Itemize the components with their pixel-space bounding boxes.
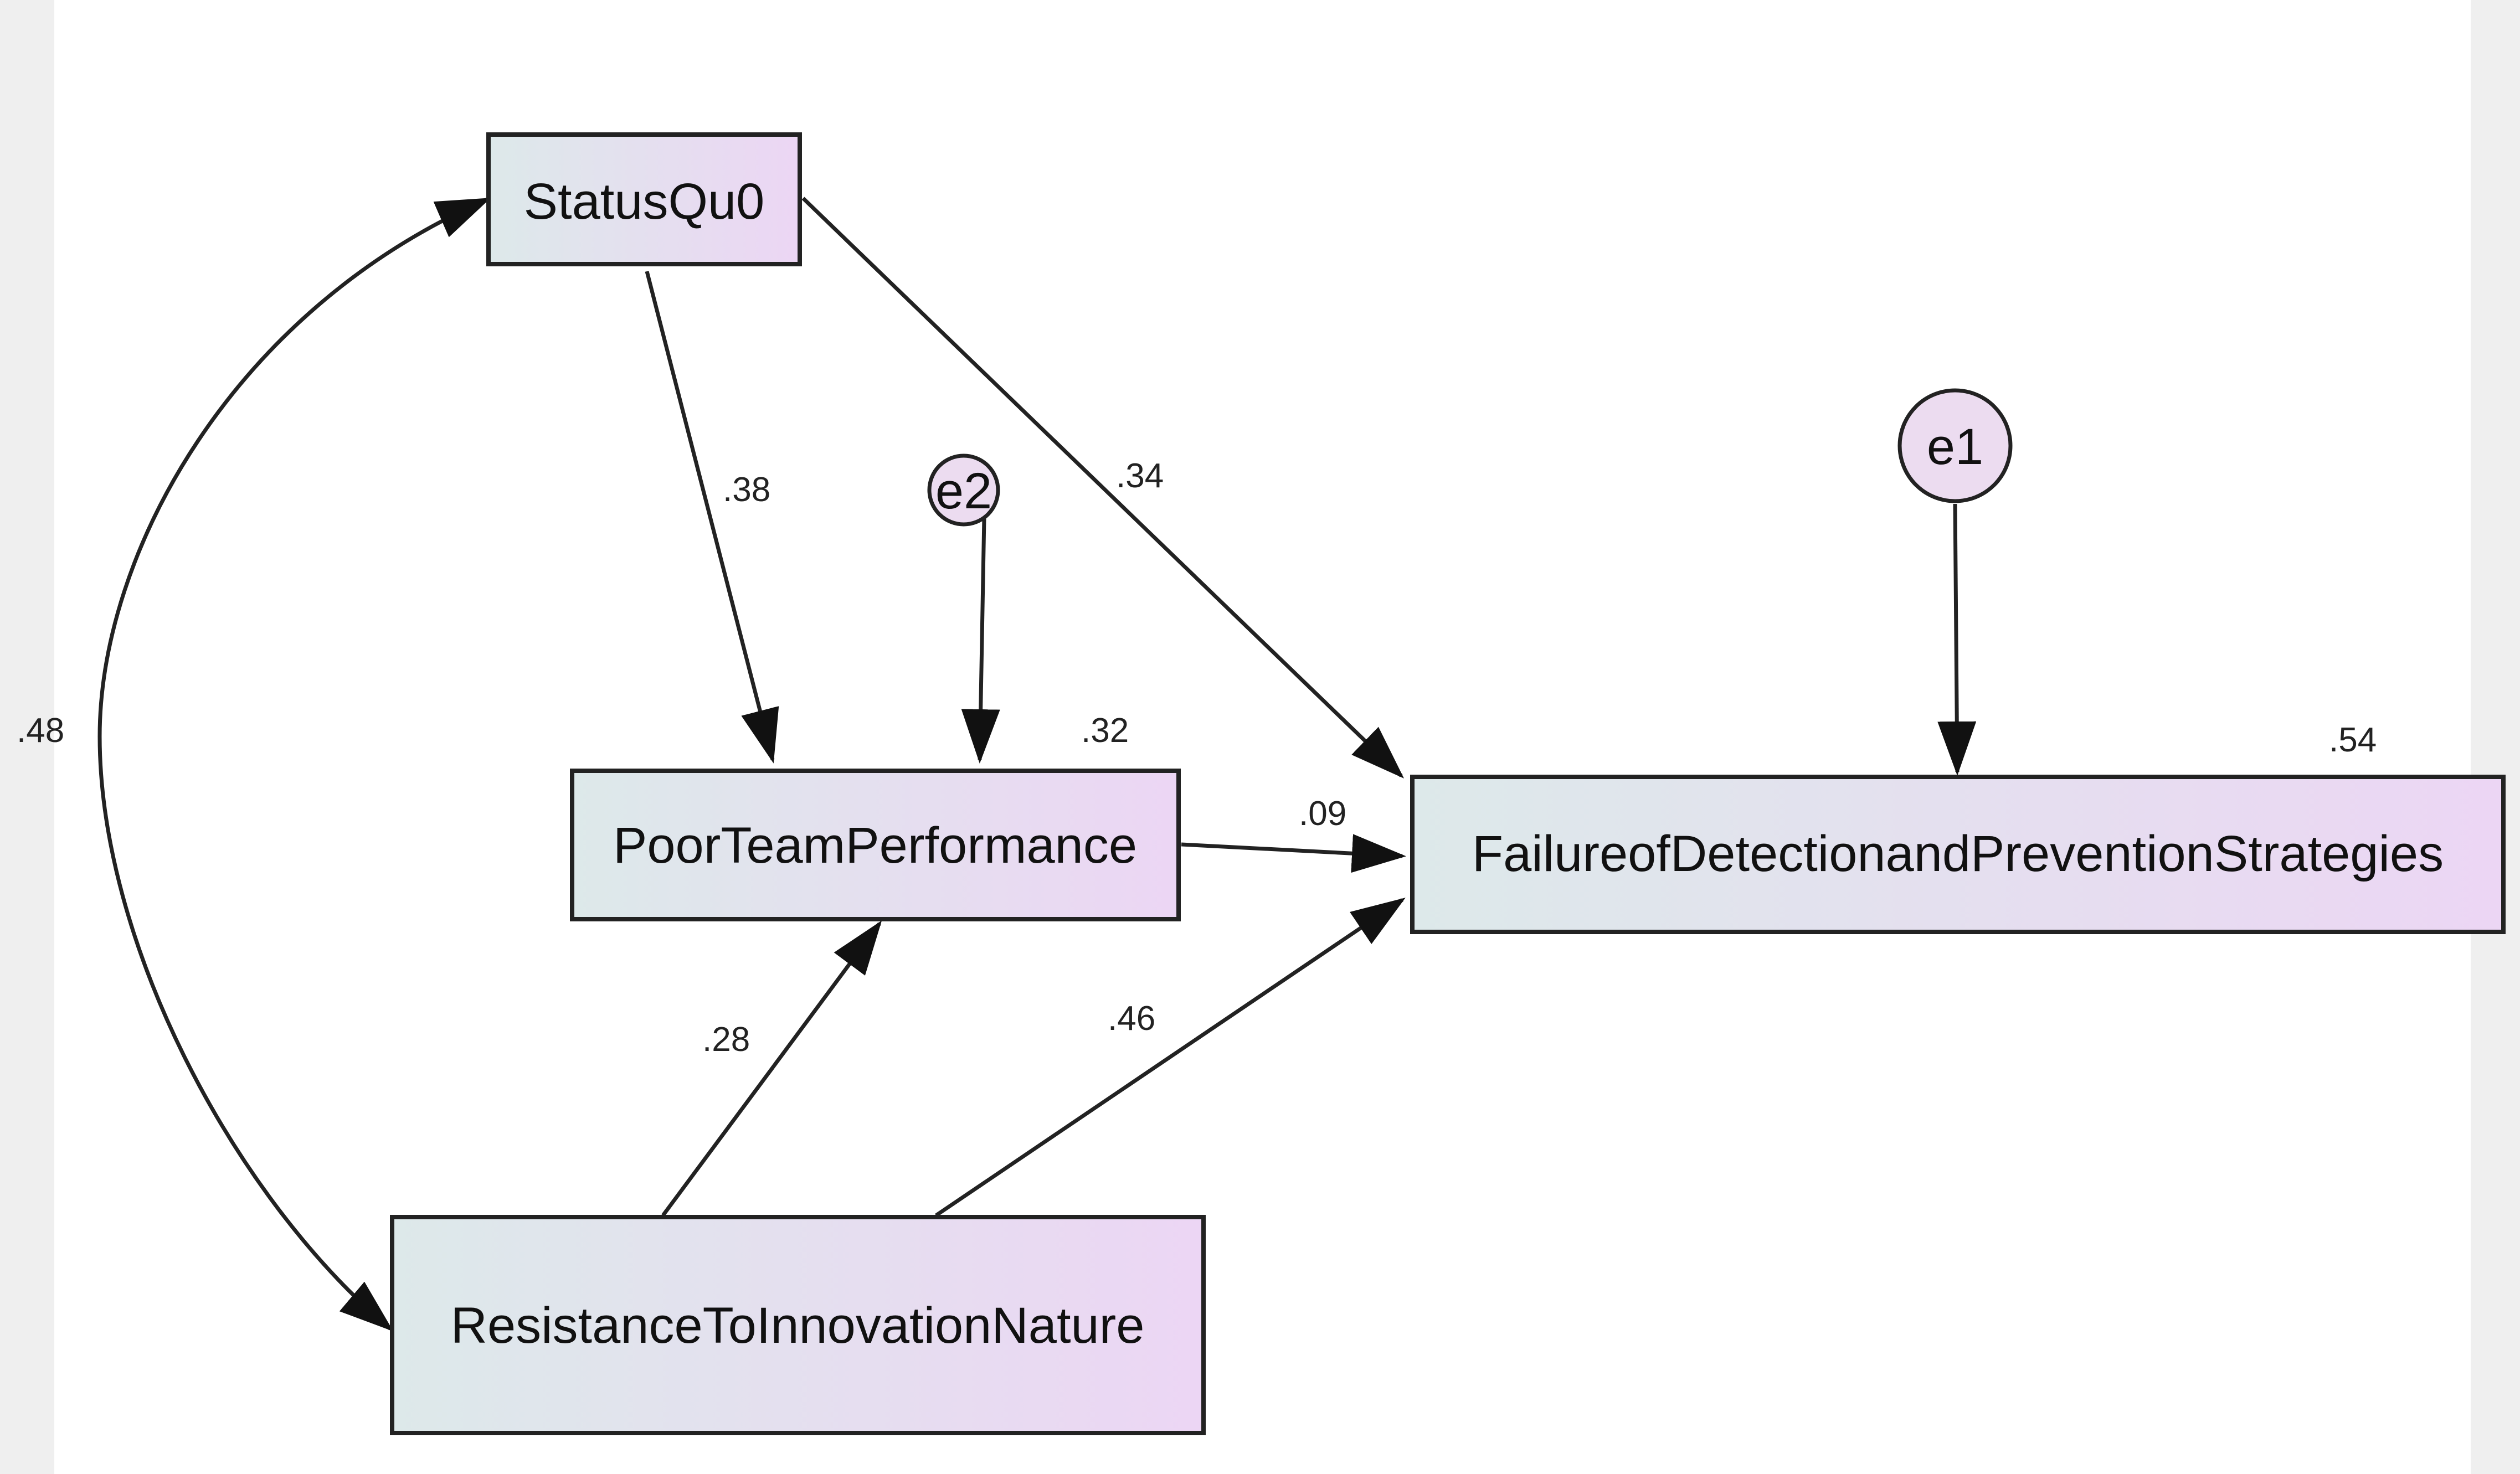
node-failure: FailureofDetectionandPreventionStrategie… bbox=[1410, 775, 2506, 934]
coef-poor-to-failure: .09 bbox=[1299, 795, 1346, 833]
coefficients: .38 .34 .48 .32 .09 .54 .28 .46 bbox=[17, 457, 2377, 1059]
path-status-to-failure bbox=[801, 197, 1405, 779]
path-e2-to-poor bbox=[961, 517, 1000, 764]
coef-status-resistance-covariance: .48 bbox=[17, 712, 64, 750]
node-status-quo-label: StatusQu0 bbox=[524, 173, 765, 230]
node-poor-team-performance: PoorTeamPerformance bbox=[570, 769, 1181, 921]
covariance-status-resistance bbox=[97, 197, 491, 737]
error-e1-label: e1 bbox=[1927, 419, 1983, 475]
left-margin-strip bbox=[0, 0, 54, 1474]
coef-failure-r2: .54 bbox=[2329, 721, 2377, 759]
path-resistance-to-poor bbox=[661, 920, 882, 1217]
error-e2-circle bbox=[927, 453, 1000, 527]
node-failure-label: FailureofDetectionandPreventionStrategie… bbox=[1472, 826, 2444, 882]
right-margin-strip bbox=[2471, 0, 2520, 1474]
error-e2-label: e2 bbox=[935, 463, 992, 519]
error-e2: e2 bbox=[927, 453, 1000, 527]
path-status-to-poor bbox=[645, 271, 779, 764]
paths bbox=[97, 197, 1977, 1332]
node-poor-team-performance-label: PoorTeamPerformance bbox=[613, 817, 1137, 874]
coef-poor-r2: .32 bbox=[1081, 712, 1129, 750]
coef-resistance-to-poor: .28 bbox=[702, 1021, 750, 1059]
path-poor-to-failure bbox=[1181, 834, 1406, 873]
node-resistance-label: ResistanceToInnovationNature bbox=[451, 1297, 1145, 1354]
node-status-quo: StatusQu0 bbox=[486, 132, 802, 266]
error-e1: e1 bbox=[1897, 388, 2013, 503]
coef-status-to-failure: .34 bbox=[1116, 457, 1164, 495]
path-e1-to-failure bbox=[1937, 503, 1977, 776]
coef-status-to-poor: .38 bbox=[723, 471, 770, 509]
coef-resistance-to-failure: .46 bbox=[1108, 999, 1155, 1038]
error-e1-circle bbox=[1897, 388, 2013, 503]
covariance-status-resistance-lower bbox=[97, 736, 394, 1332]
node-resistance: ResistanceToInnovationNature bbox=[390, 1215, 1206, 1435]
path-resistance-to-failure bbox=[935, 898, 1406, 1217]
